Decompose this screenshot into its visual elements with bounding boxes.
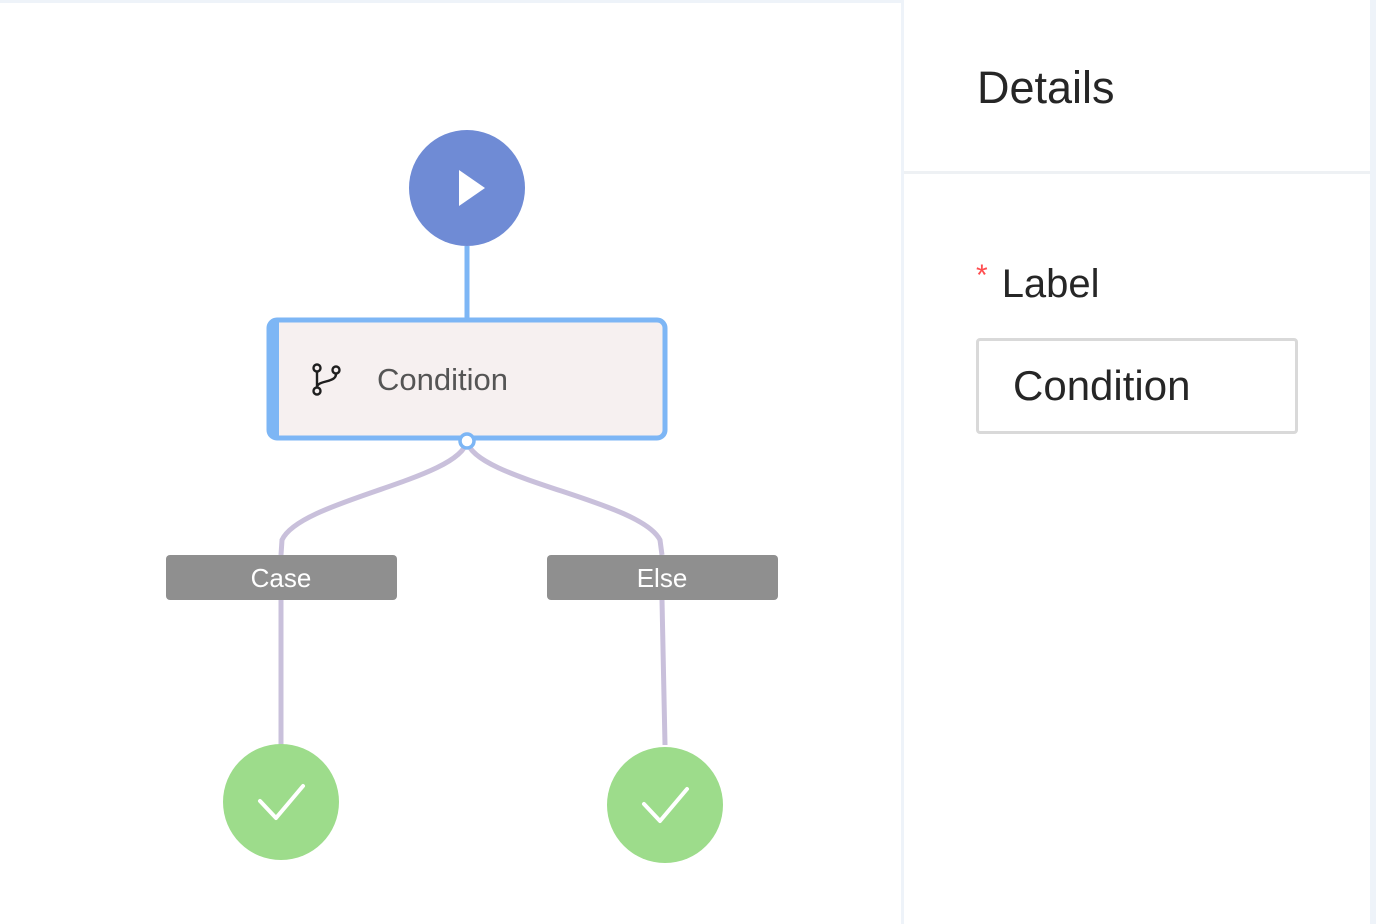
branch-tag-case-label: Case: [251, 563, 312, 593]
required-mark: *: [976, 259, 988, 292]
top-border: [0, 0, 1376, 3]
flow-diagram: Condition Case Else: [166, 130, 778, 863]
label-form-item: * Label: [976, 256, 1100, 312]
details-title: Details: [977, 62, 1115, 113]
label-field-label: Label: [1001, 261, 1100, 306]
branch-tag-case[interactable]: Case: [166, 555, 397, 600]
details-panel-header: Details: [904, 0, 1370, 174]
details-panel: Details * Label: [904, 0, 1370, 924]
right-edge: [1370, 0, 1376, 924]
end-node-case[interactable]: [223, 744, 339, 860]
end-node-else[interactable]: [607, 747, 723, 863]
check-icon: [642, 787, 689, 823]
check-icon: [258, 784, 305, 820]
selected-accent-bar: [269, 322, 279, 436]
label-input[interactable]: [976, 338, 1298, 434]
condition-node[interactable]: Condition: [266, 317, 668, 450]
start-node[interactable]: [409, 130, 525, 246]
edge-condition-to-case[interactable]: [278, 440, 470, 556]
flow-canvas[interactable]: Condition Case Else: [0, 3, 901, 924]
branch-icon: [312, 363, 341, 396]
condition-output-port[interactable]: [458, 432, 476, 450]
branch-tag-else[interactable]: Else: [547, 555, 778, 600]
panel-divider[interactable]: [901, 0, 904, 924]
play-icon: [459, 170, 485, 206]
edge-else-to-end[interactable]: [659, 599, 668, 746]
edge-condition-to-else[interactable]: [464, 440, 665, 556]
branch-tag-else-label: Else: [637, 563, 688, 593]
condition-node-label: Condition: [377, 362, 508, 397]
